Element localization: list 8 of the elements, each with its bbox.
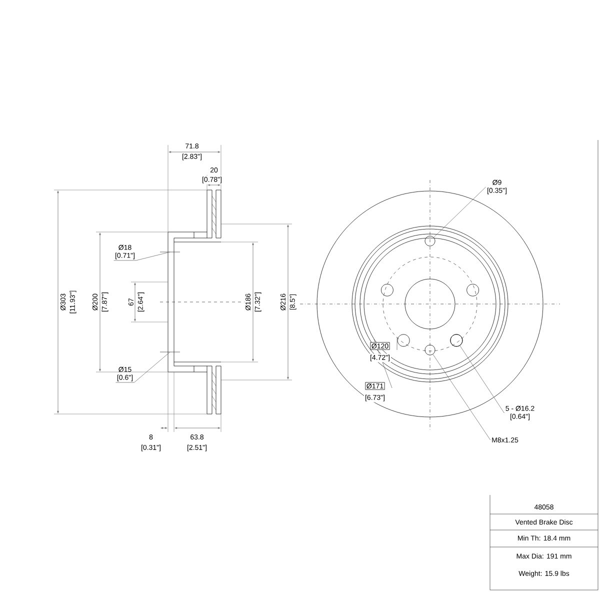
bolt-hole <box>424 236 436 246</box>
leader-line <box>460 345 504 414</box>
leader-line <box>114 252 170 261</box>
leader-line <box>432 354 491 440</box>
leader-line <box>434 186 486 238</box>
bolt-hole <box>450 334 463 347</box>
leader-line <box>116 352 170 383</box>
bolt-hole <box>424 344 436 356</box>
